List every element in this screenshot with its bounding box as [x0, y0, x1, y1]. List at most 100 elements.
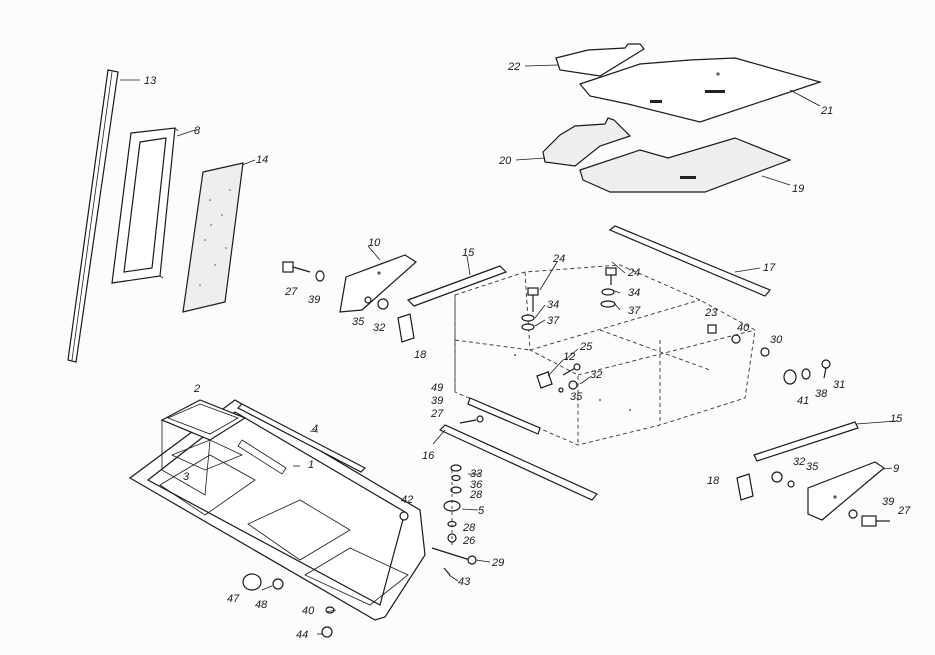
label-39-left: 39	[308, 294, 320, 306]
part-43-screw	[443, 567, 451, 576]
label-39-center: 39	[431, 395, 443, 407]
label-37-right: 37	[628, 305, 641, 317]
label-48: 48	[255, 599, 268, 611]
label-18-right: 18	[707, 475, 720, 487]
label-8: 8	[194, 125, 201, 137]
label-19: 19	[792, 183, 804, 195]
part-41-38-knob	[783, 368, 811, 385]
label-1: 1	[308, 459, 314, 471]
label-34-right: 34	[628, 287, 640, 299]
label-43: 43	[458, 576, 471, 588]
label-47: 47	[227, 593, 240, 605]
label-27-center: 27	[430, 408, 444, 420]
label-24-right: 24	[627, 267, 640, 279]
part-47-foot	[242, 573, 262, 591]
label-36: 36	[470, 479, 483, 491]
part-24-bolt-right	[600, 267, 617, 308]
label-17: 17	[763, 262, 776, 274]
leader-lines	[120, 64, 898, 635]
part-18-clip-left	[397, 313, 415, 343]
label-40-right: 40	[737, 322, 750, 334]
label-20: 20	[498, 155, 512, 167]
part-stack-33-26	[443, 464, 462, 545]
label-44: 44	[296, 629, 308, 641]
label-37-left: 37	[547, 315, 560, 327]
label-18-left: 18	[414, 349, 427, 361]
label-31: 31	[833, 379, 845, 391]
part-10-bracket	[339, 254, 417, 313]
part-23-clip	[707, 324, 717, 334]
part-4-rail	[236, 403, 367, 473]
label-42: 42	[401, 494, 413, 506]
label-35-left: 35	[352, 316, 365, 328]
part-13-rod	[67, 69, 119, 363]
label-26: 26	[462, 535, 476, 547]
part-35-32-nut-left	[364, 296, 389, 310]
label-29: 29	[491, 557, 504, 569]
part-24-bolt-left	[521, 287, 539, 331]
label-4: 4	[312, 423, 318, 435]
label-35-center: 35	[570, 391, 583, 403]
label-21: 21	[820, 105, 833, 117]
label-27-left: 27	[284, 286, 298, 298]
label-39-right: 39	[882, 496, 894, 508]
part-48-foot	[272, 578, 284, 590]
part-20-plate	[542, 117, 632, 167]
label-35-right: 35	[806, 461, 819, 473]
label-28-top: 28	[469, 489, 483, 501]
label-16: 16	[422, 450, 435, 462]
label-49: 49	[431, 382, 443, 394]
label-32-left: 32	[373, 322, 385, 334]
label-2: 2	[193, 383, 200, 395]
label-10: 10	[368, 237, 381, 249]
part-25-screw	[562, 363, 581, 376]
part-21-plate	[578, 57, 823, 123]
part-27-39-center	[459, 415, 484, 424]
housing-box	[454, 264, 756, 446]
label-38: 38	[815, 388, 828, 400]
part-32-35-right	[771, 471, 795, 488]
part-30-screw	[760, 347, 770, 357]
part-22-plate	[555, 43, 645, 77]
part-17-strip	[608, 225, 771, 297]
part-27-bolt-left	[282, 261, 311, 273]
label-3: 3	[183, 471, 190, 483]
part-14-mat	[182, 162, 244, 313]
label-23: 23	[704, 307, 718, 319]
part-3-box	[161, 419, 243, 496]
part-labels: 13 8 14 22 21 20 19 10 15 17 24 24 34 34…	[144, 61, 911, 641]
part-8-frame	[111, 127, 179, 284]
label-13: 13	[144, 75, 157, 87]
label-15-top: 15	[462, 247, 475, 259]
part-29-bolt	[431, 547, 477, 565]
label-32-right: 32	[793, 456, 805, 468]
label-28-bottom: 28	[462, 522, 476, 534]
part-9-bracket	[807, 461, 885, 521]
part-15-strip-bottom	[753, 421, 859, 462]
label-24-left: 24	[552, 253, 565, 265]
label-40-bottom: 40	[302, 605, 315, 617]
part-39-27-right	[848, 509, 890, 527]
part-16-strip	[438, 424, 598, 501]
label-41: 41	[797, 395, 809, 407]
label-30: 30	[770, 334, 783, 346]
part-19-plate	[579, 137, 792, 193]
part-40-washer-right	[731, 334, 741, 344]
label-32-center: 32	[590, 369, 602, 381]
label-22: 22	[507, 61, 520, 73]
label-25: 25	[579, 341, 593, 353]
part-31-screw	[821, 359, 831, 379]
part-39-washer-left	[315, 270, 325, 282]
label-33: 33	[470, 468, 483, 480]
part-42-nut	[399, 511, 409, 521]
label-27-right: 27	[897, 505, 911, 517]
part-49-bar	[467, 397, 541, 435]
label-14: 14	[256, 154, 268, 166]
part-18-clip-right	[736, 473, 754, 501]
label-5: 5	[478, 505, 485, 517]
label-15-bottom: 15	[890, 413, 903, 425]
part-15-strip-top	[406, 265, 508, 307]
label-34-left: 34	[547, 299, 559, 311]
